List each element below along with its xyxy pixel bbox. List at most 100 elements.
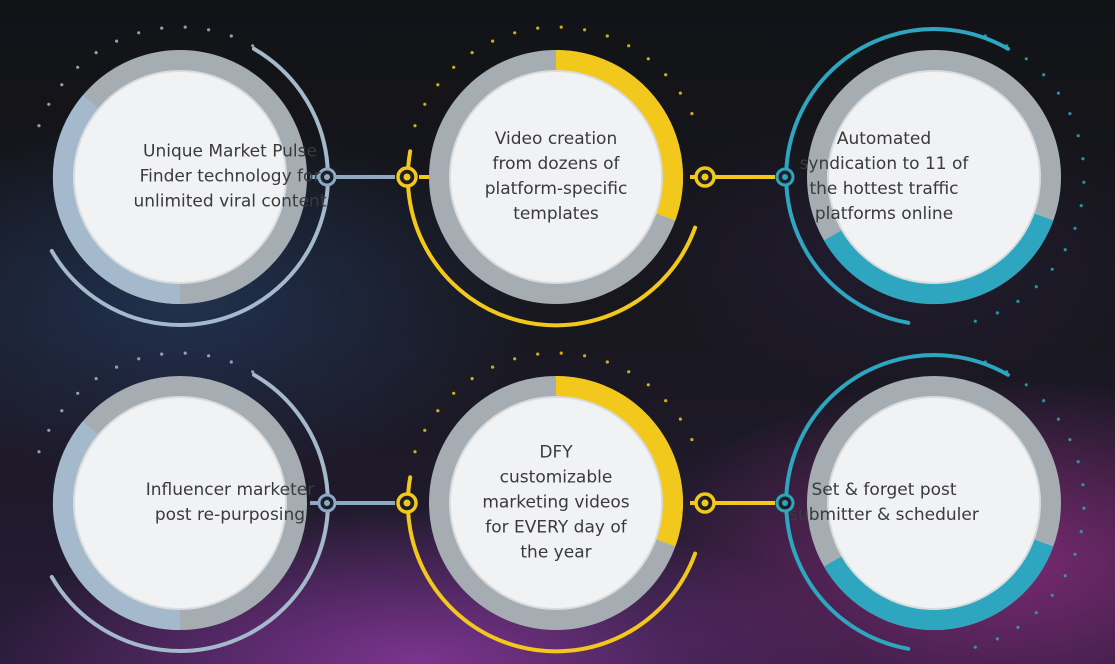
- halo-dot: [413, 450, 417, 454]
- feature-circle: [449, 396, 663, 610]
- halo-dot: [513, 357, 517, 361]
- accent-arc: [823, 538, 1054, 631]
- halo-dot: [436, 409, 440, 413]
- halo-dot: [536, 352, 540, 356]
- halo-dot: [1076, 134, 1080, 138]
- feature-label-dfy-videos: DFY customizable marketing videos for EV…: [482, 442, 630, 563]
- feature-label-influencer: Influencer marketer post re-purposing: [145, 480, 315, 525]
- halo-dot: [76, 65, 80, 69]
- halo-dot: [1082, 506, 1086, 510]
- halo-dot: [37, 450, 41, 454]
- ring-group-video-creation: [405, 25, 698, 328]
- halo-dot: [1042, 73, 1046, 77]
- halo-dot: [627, 370, 631, 374]
- feature-circle: [827, 396, 1041, 610]
- halo-dot: [1063, 574, 1067, 578]
- feature-circle: [827, 70, 1041, 284]
- halo-dot: [1079, 204, 1083, 208]
- accent-arc: [555, 50, 683, 221]
- feature-label-market-pulse: Unique Market Pulse Finder technology fo…: [133, 141, 327, 212]
- node-row2-d: [775, 493, 795, 513]
- feature-circle: [73, 396, 287, 610]
- halo-dot: [115, 39, 119, 43]
- ring-group-dfy-videos: [405, 351, 698, 654]
- halo-dot: [1068, 112, 1072, 116]
- halo-dot: [470, 51, 474, 55]
- halo-dot: [1024, 383, 1028, 387]
- halo-dot: [137, 357, 141, 361]
- outer-arc: [784, 353, 1010, 651]
- ring-group-scheduler: [784, 353, 1086, 651]
- accent-arc: [555, 376, 683, 547]
- halo-dot: [605, 360, 609, 364]
- node-row1-a: [317, 167, 337, 187]
- halo-dot: [491, 365, 495, 369]
- ring-group-market-pulse: [37, 25, 330, 327]
- halo-dot: [536, 26, 540, 30]
- halo-dot: [995, 311, 1000, 315]
- halo-dot: [583, 354, 587, 358]
- halo-dot: [207, 354, 211, 358]
- halo-dot: [183, 351, 187, 355]
- halo-dot: [995, 637, 1000, 641]
- halo-dot: [207, 28, 211, 32]
- halo-dot: [436, 83, 440, 87]
- halo-dot: [1034, 285, 1038, 289]
- node-row2-c: [694, 492, 716, 514]
- halo-dot: [60, 409, 64, 413]
- feature-label-syndication: Automated syndication to 11 of the hotte…: [799, 129, 969, 224]
- halo-dot: [491, 39, 495, 43]
- halo-dot: [1073, 226, 1077, 230]
- halo-dot: [183, 25, 187, 29]
- halo-dot: [1016, 625, 1020, 630]
- halo-dot: [251, 370, 255, 374]
- halo-dot: [973, 319, 977, 323]
- halo-dot: [160, 26, 164, 30]
- halo-dot: [76, 391, 80, 395]
- halo-dot: [1050, 593, 1054, 597]
- halo-dot: [1068, 438, 1072, 442]
- halo-dot: [251, 44, 255, 48]
- halo-dot: [452, 65, 456, 69]
- halo-dot: [559, 25, 563, 29]
- halo-dot: [423, 428, 427, 432]
- halo-dot: [678, 91, 683, 95]
- node-row1-b: [396, 166, 418, 188]
- halo-dot: [605, 34, 609, 38]
- halo-dot: [664, 399, 668, 403]
- outer-arc: [49, 372, 330, 653]
- halo-dot: [690, 438, 694, 442]
- halo-dot: [1079, 530, 1083, 534]
- halo-dot: [513, 31, 517, 35]
- halo-dot: [47, 428, 51, 432]
- halo-dot: [47, 102, 51, 106]
- halo-dot: [678, 417, 683, 421]
- outer-arc: [405, 475, 698, 654]
- halo-dot: [229, 360, 233, 364]
- outer-arc: [784, 27, 1010, 325]
- halo-dot: [229, 34, 233, 38]
- halo-dot: [94, 51, 98, 55]
- halo-dot: [583, 28, 587, 32]
- halo-dot: [94, 377, 98, 381]
- halo-dot: [973, 645, 977, 649]
- ring-group-influencer: [37, 351, 330, 653]
- outer-arc: [405, 149, 698, 328]
- halo-dot: [1024, 57, 1028, 61]
- halo-dot: [1056, 417, 1060, 421]
- halo-dot: [1076, 460, 1080, 464]
- halo-dot: [60, 83, 64, 87]
- halo-dot: [1081, 483, 1085, 487]
- halo-dot: [664, 73, 668, 77]
- feature-circle: [449, 70, 663, 284]
- ring-group-syndication: [784, 27, 1086, 325]
- halo-dot: [1016, 299, 1020, 303]
- feature-circle: [73, 70, 287, 284]
- halo-dot: [160, 352, 164, 356]
- halo-dot: [1081, 157, 1085, 161]
- halo-dot: [452, 391, 456, 395]
- accent-arc: [823, 212, 1054, 305]
- halo-dot: [646, 57, 650, 61]
